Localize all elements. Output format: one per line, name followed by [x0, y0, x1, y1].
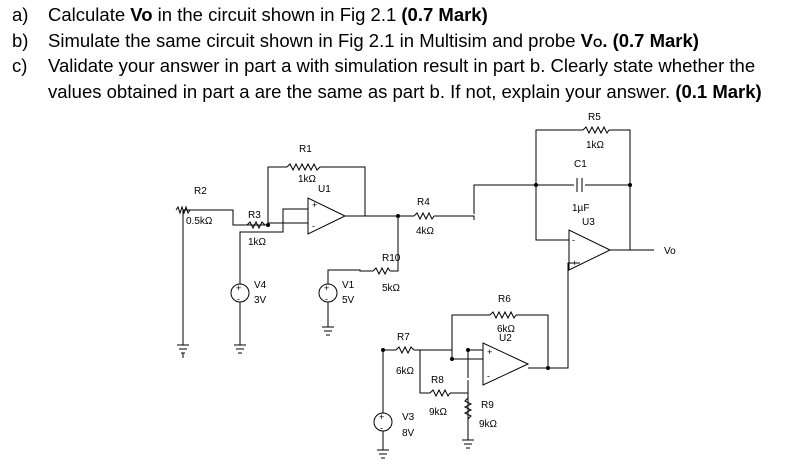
V3-plus: +	[379, 412, 384, 422]
V1-value: 5V	[342, 295, 355, 306]
V4-plus: +	[236, 283, 241, 293]
R5-symbol	[582, 125, 610, 135]
U3-symbol	[568, 229, 612, 271]
question-c-label: c)	[12, 55, 28, 76]
question-a-text2: in the circuit shown in Fig 2.1	[152, 4, 402, 25]
question-c-text: Validate your answer in part a with simu…	[48, 55, 756, 76]
V1-name: V1	[342, 280, 355, 291]
R8-value: 9kΩ	[429, 407, 448, 418]
U1-minus: -	[312, 221, 315, 231]
question-b-dot: .	[602, 30, 613, 51]
output-label: Vo	[664, 246, 676, 257]
grounds	[177, 326, 474, 459]
question-b-sub: O	[592, 36, 603, 50]
R3-value: 1kΩ	[248, 237, 267, 248]
U2-symbol	[482, 342, 530, 386]
R4-name: R4	[417, 197, 430, 208]
R1-name: R1	[299, 144, 312, 155]
R8-name: R8	[431, 375, 444, 386]
question-a-label: a)	[12, 4, 29, 25]
question-c: c) Validate your answer in part a with si…	[12, 53, 755, 79]
U2-minus: -	[487, 371, 490, 381]
C1-value: 1µF	[572, 203, 589, 214]
R10-symbol	[372, 266, 391, 276]
R7-value: 6kΩ	[396, 366, 415, 377]
U3-name: U3	[582, 217, 595, 228]
C1-symbol	[576, 178, 583, 192]
R4-symbol	[413, 211, 435, 221]
V1-symbol	[318, 283, 338, 303]
R9-name: R9	[481, 400, 494, 411]
opamps	[307, 197, 612, 386]
V4-symbol	[230, 283, 250, 303]
question-c-marks: (0.1 Mark)	[675, 81, 762, 102]
question-b-v: V	[580, 30, 593, 51]
V4-value: 3V	[254, 295, 267, 306]
question-c-continued: values obtained in part a are the same a…	[48, 79, 762, 105]
R9-value: 9kΩ	[479, 419, 498, 430]
R1-symbol	[286, 162, 323, 172]
sources	[230, 283, 393, 432]
V3-value: 8V	[402, 428, 415, 439]
U2-plus: +	[487, 347, 492, 357]
R3-symbol	[246, 220, 266, 230]
R6-symbol	[489, 310, 517, 320]
R2-value: 0.5kΩ	[186, 216, 213, 227]
V4-minus: -	[237, 294, 240, 304]
R6-value: 6kΩ	[497, 324, 516, 335]
R1-value: 1kΩ	[298, 174, 317, 185]
V1-plus: +	[324, 283, 329, 293]
V1-minus: -	[325, 294, 328, 304]
R6-name: R6	[498, 294, 511, 305]
question-a-marks: (0.7 Mark)	[401, 4, 488, 25]
resistors	[175, 125, 610, 420]
question-a: a) Calculate Vo in the circuit shown in F…	[12, 2, 488, 28]
R7-name: R7	[397, 332, 410, 343]
junctions	[266, 183, 632, 370]
U1-name: U1	[318, 184, 331, 195]
U3-plus: +	[572, 258, 577, 268]
V3-minus: -	[380, 423, 383, 433]
R3-name: R3	[248, 210, 261, 221]
R5-value: 1kΩ	[586, 140, 605, 151]
R10-value: 5kΩ	[382, 283, 401, 294]
V3-name: V3	[402, 412, 415, 423]
question-b-label: b)	[12, 30, 29, 51]
U1-symbol	[307, 197, 347, 235]
R9-symbol	[463, 397, 473, 420]
U2-name: U2	[499, 333, 512, 344]
V4-name: V4	[254, 280, 267, 291]
question-a-vo: Vo	[130, 4, 153, 25]
question-a-text: Calculate	[48, 4, 131, 25]
V3-symbol	[373, 412, 393, 432]
R5-name: R5	[588, 112, 601, 123]
U1-plus: +	[312, 200, 317, 210]
question-b-text: Simulate the same circuit shown in Fig 2…	[48, 30, 581, 51]
R10-name: R10	[382, 253, 401, 264]
R4-value: 4kΩ	[416, 226, 435, 237]
question-b-marks: (0.7 Mark)	[612, 30, 699, 51]
question-b: b) Simulate the same circuit shown in Fig…	[12, 28, 699, 56]
R8-symbol	[429, 388, 451, 398]
U3-minus: -	[572, 235, 575, 245]
R2-symbol	[175, 205, 191, 215]
question-c-text2: values obtained in part a are the same a…	[48, 81, 676, 102]
R7-symbol	[395, 345, 415, 355]
wires	[182, 129, 654, 450]
R2-name: R2	[194, 186, 207, 197]
C1-name: C1	[574, 159, 587, 170]
